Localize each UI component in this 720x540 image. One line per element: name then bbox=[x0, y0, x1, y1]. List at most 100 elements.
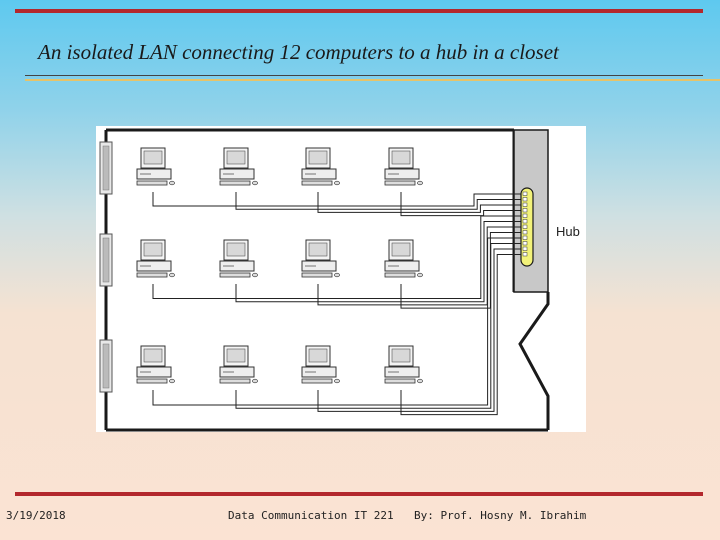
footer-author: By: Prof. Hosny M. Ibrahim bbox=[414, 509, 587, 522]
network-cable bbox=[317, 192, 521, 213]
keyboard bbox=[384, 180, 416, 186]
network-cable bbox=[400, 254, 521, 416]
network-cable bbox=[235, 192, 521, 210]
system-unit bbox=[136, 366, 172, 378]
hub-port bbox=[522, 208, 528, 213]
lan-diagram: Hub bbox=[96, 126, 586, 432]
diagram-background bbox=[96, 126, 586, 432]
mouse bbox=[252, 272, 258, 278]
hub-port bbox=[522, 213, 528, 218]
hub-port bbox=[522, 241, 528, 246]
computer bbox=[219, 147, 258, 186]
hub-port bbox=[522, 246, 528, 251]
wall-jack-plate bbox=[102, 145, 110, 191]
computer bbox=[136, 239, 175, 278]
system-unit bbox=[136, 260, 172, 272]
network-cable bbox=[152, 215, 521, 299]
system-unit bbox=[384, 260, 420, 272]
title-underline-accent bbox=[25, 79, 720, 81]
closet-door bbox=[514, 292, 550, 432]
wall-jack-plate bbox=[102, 343, 110, 389]
system-unit bbox=[219, 260, 255, 272]
wall-jack-group bbox=[99, 141, 113, 393]
monitor-screen bbox=[308, 242, 328, 257]
computer bbox=[384, 345, 423, 384]
system-unit bbox=[219, 366, 255, 378]
mouse bbox=[169, 180, 175, 186]
mouse bbox=[417, 378, 423, 384]
mouse bbox=[334, 378, 340, 384]
cable-group bbox=[152, 192, 521, 416]
monitor-screen bbox=[226, 242, 246, 257]
system-unit bbox=[384, 366, 420, 378]
monitor-screen bbox=[226, 348, 246, 363]
computer bbox=[301, 239, 340, 278]
keyboard bbox=[384, 378, 416, 384]
monitor-screen bbox=[308, 150, 328, 165]
monitor-screen bbox=[391, 242, 411, 257]
computer bbox=[384, 239, 423, 278]
keyboard bbox=[301, 378, 333, 384]
computer bbox=[219, 239, 258, 278]
computer bbox=[384, 147, 423, 186]
keyboard bbox=[136, 378, 168, 384]
system-unit bbox=[219, 168, 255, 180]
monitor-screen bbox=[143, 150, 163, 165]
network-cable bbox=[235, 221, 521, 303]
network-cable bbox=[235, 243, 521, 409]
keyboard bbox=[136, 180, 168, 186]
keyboard bbox=[219, 272, 251, 278]
computer bbox=[301, 345, 340, 384]
keyboard bbox=[219, 378, 251, 384]
system-unit bbox=[301, 168, 337, 180]
system-unit bbox=[384, 168, 420, 180]
keyboard bbox=[219, 180, 251, 186]
hub-ports bbox=[522, 191, 528, 257]
mouse bbox=[252, 378, 258, 384]
keyboard bbox=[384, 272, 416, 278]
mouse bbox=[169, 378, 175, 384]
slide-title: An isolated LAN connecting 12 computers … bbox=[38, 40, 559, 64]
system-unit bbox=[301, 260, 337, 272]
system-unit bbox=[136, 168, 172, 180]
footer-date: 3/19/2018 bbox=[6, 509, 66, 522]
keyboard bbox=[301, 272, 333, 278]
keyboard bbox=[301, 180, 333, 186]
monitor-screen bbox=[143, 348, 163, 363]
mouse bbox=[417, 272, 423, 278]
system-unit bbox=[301, 366, 337, 378]
computer bbox=[136, 345, 175, 384]
mouse bbox=[334, 272, 340, 278]
network-cable bbox=[317, 248, 521, 412]
computer bbox=[219, 345, 258, 384]
mouse bbox=[417, 180, 423, 186]
hub-port bbox=[522, 235, 528, 240]
network-cable bbox=[152, 237, 521, 406]
hub-port bbox=[522, 224, 528, 229]
wall-jack-plate bbox=[102, 237, 110, 283]
mouse bbox=[252, 180, 258, 186]
monitor-screen bbox=[391, 150, 411, 165]
hub-port bbox=[522, 191, 528, 196]
hub-label: Hub bbox=[556, 224, 580, 239]
computer-group bbox=[136, 147, 423, 384]
computer bbox=[301, 147, 340, 186]
mouse bbox=[334, 180, 340, 186]
top-rule bbox=[15, 9, 703, 13]
mouse bbox=[169, 272, 175, 278]
title-underline bbox=[25, 75, 703, 76]
monitor-screen bbox=[308, 348, 328, 363]
network-cable bbox=[152, 192, 521, 207]
footer-rule bbox=[15, 492, 703, 496]
keyboard bbox=[136, 272, 168, 278]
monitor-screen bbox=[143, 242, 163, 257]
hub-port bbox=[522, 219, 528, 224]
monitor-screen bbox=[226, 150, 246, 165]
hub-port bbox=[522, 197, 528, 202]
computer bbox=[136, 147, 175, 186]
hub-port bbox=[522, 252, 528, 257]
footer-course: Data Communication IT 221 bbox=[228, 509, 394, 522]
hub-port bbox=[522, 202, 528, 207]
hub-port bbox=[522, 230, 528, 235]
monitor-screen bbox=[391, 348, 411, 363]
